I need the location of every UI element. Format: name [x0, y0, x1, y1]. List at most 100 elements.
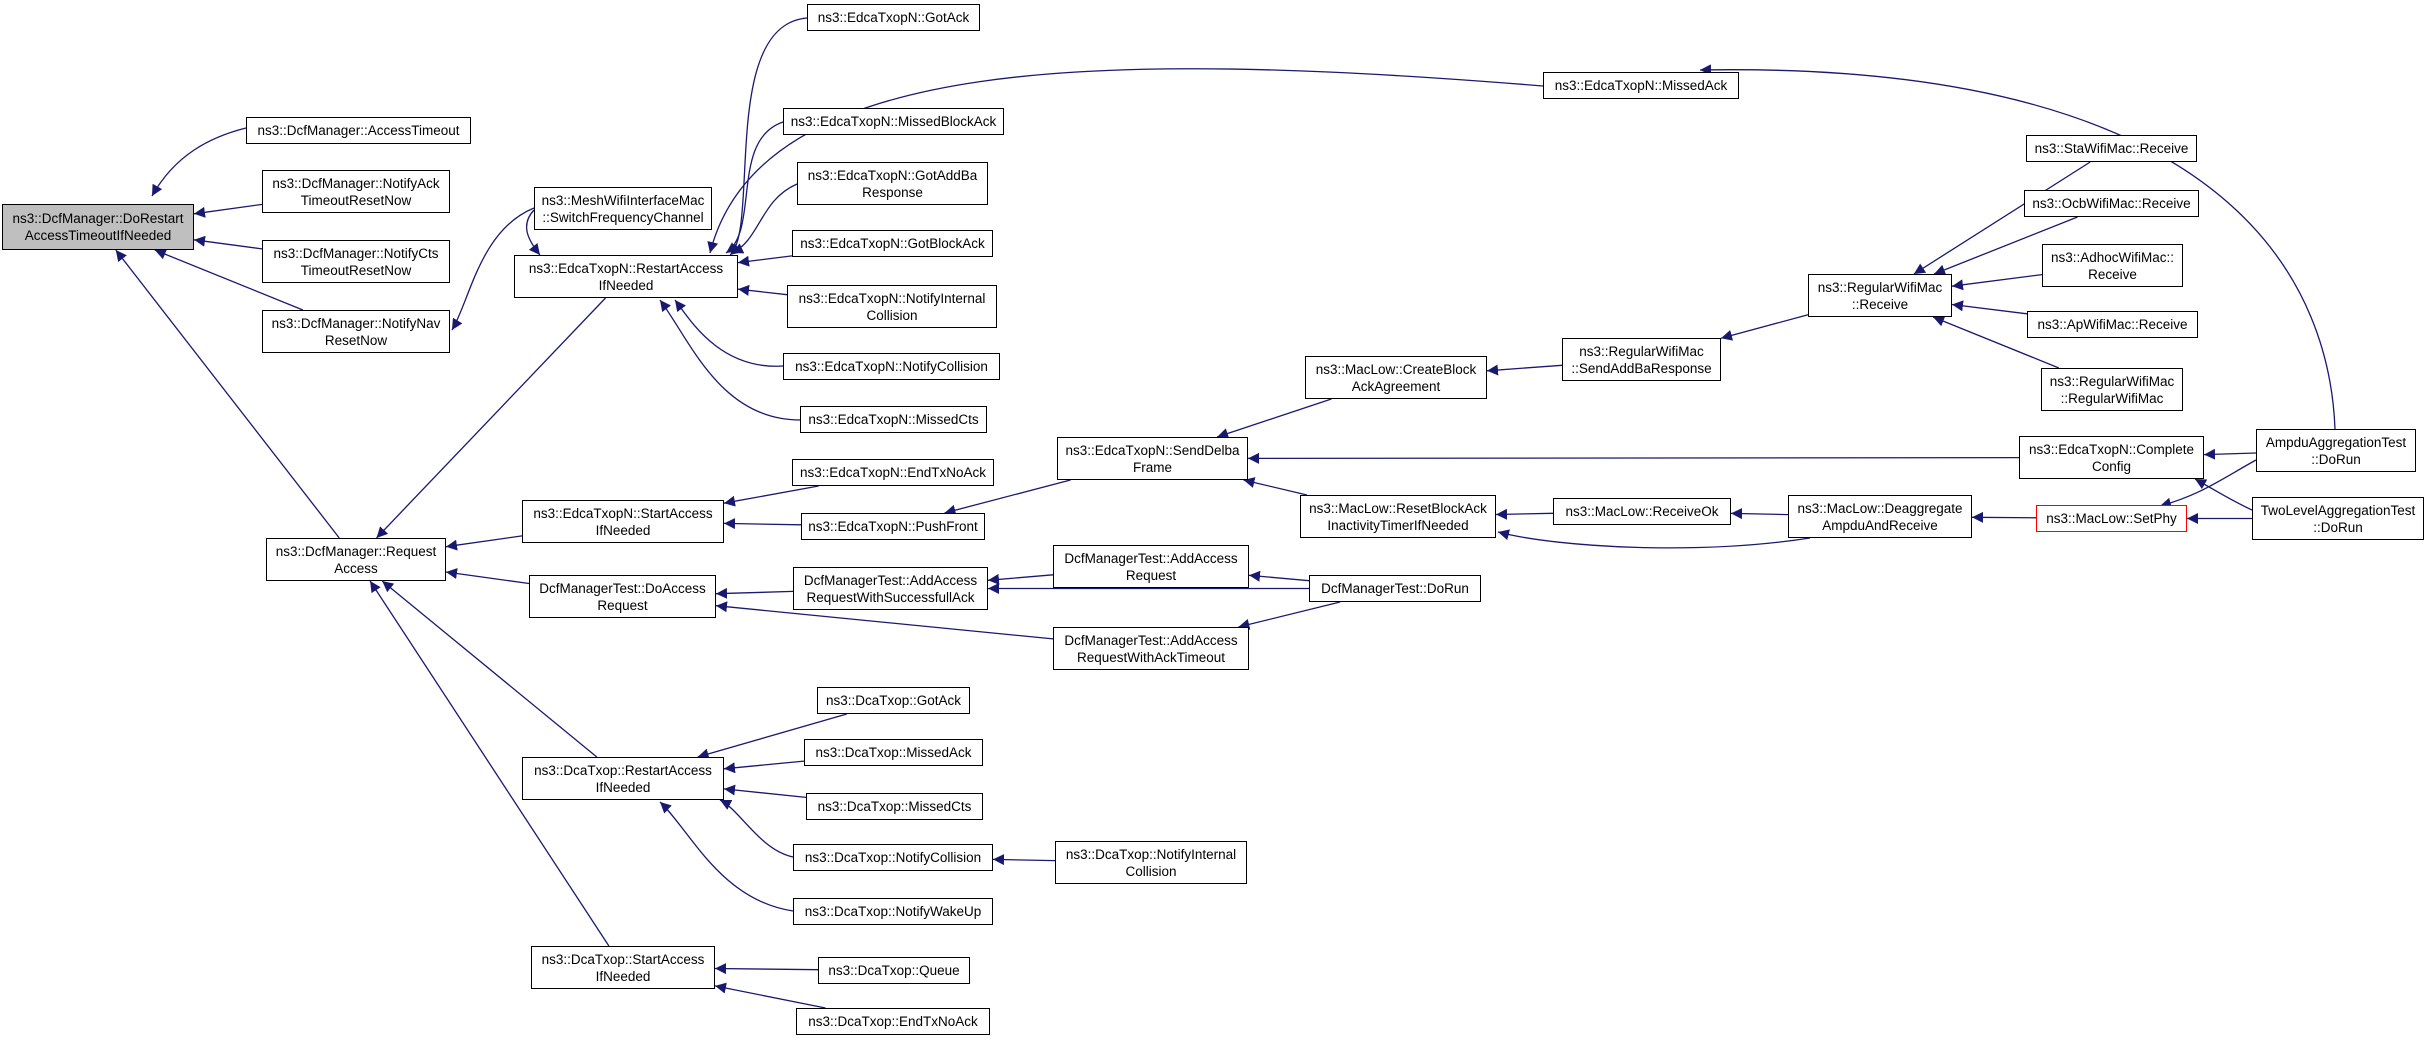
- node-rwm-recv[interactable]: ns3::RegularWifiMac ::Receive: [1808, 274, 1952, 317]
- edge-e_rai-to-dm_req: [376, 297, 606, 539]
- node-e-mcts[interactable]: ns3::EdcaTxopN::MissedCts: [800, 406, 987, 433]
- node-e-pf[interactable]: ns3::EdcaTxopN::PushFront: [801, 513, 985, 540]
- edge-e_gotack-to-e_rai: [729, 17, 808, 256]
- node-d-etna[interactable]: ns3::DcaTxop::EndTxNoAck: [796, 1008, 990, 1035]
- edge-e_sdf-to-e_pf: [944, 479, 1071, 516]
- node-e-sai[interactable]: ns3::EdcaTxopN::StartAccess IfNeeded: [522, 500, 724, 543]
- node-d-queue[interactable]: ns3::DcaTxop::Queue: [818, 957, 970, 984]
- edge-ampdu-to-e_cc: [2203, 448, 2257, 460]
- edge-d_nc-to-d_rai: [719, 799, 794, 858]
- edge-ml_rok-to-ml_rbai: [1495, 508, 1554, 520]
- node-ampdu[interactable]: AmpduAggregationTest ::DoRun: [2256, 429, 2416, 472]
- edge-mesh-to-dm_nnav: [451, 207, 535, 331]
- edge-ml_cbaa-to-e_sdf: [1216, 398, 1332, 439]
- edge-d_mcts-to-d_rai: [723, 784, 807, 799]
- edge-twolevel-to-e_cc: [2194, 478, 2253, 511]
- edge-e_cc-to-e_sdf: [1247, 452, 2020, 464]
- edge-mesh-to-e_rai: [525, 209, 541, 256]
- edge-dmt_aarat-to-dmt_dar: [715, 601, 1054, 640]
- node-e-gaddba[interactable]: ns3::EdcaTxopN::GotAddBa Response: [797, 162, 988, 205]
- node-dmt-dorun[interactable]: DcfManagerTest::DoRun: [1309, 575, 1481, 602]
- edge-dm_at-to-root: [151, 127, 247, 197]
- edge-ap-to-rwm_recv: [1951, 300, 2028, 315]
- node-twolevel[interactable]: TwoLevelAggregationTest ::DoRun: [2252, 497, 2424, 540]
- node-d-sai[interactable]: ns3::DcaTxop::StartAccess IfNeeded: [531, 946, 715, 989]
- edge-adhoc-to-rwm_recv: [1951, 273, 2043, 291]
- edge-e_etna-to-e_sai: [723, 485, 819, 507]
- edge-rwm_recv-to-rwm_saddba: [1720, 314, 1809, 341]
- node-dm-nack[interactable]: ns3::DcfManager::NotifyAck TimeoutResetN…: [262, 170, 450, 213]
- node-ml-dar[interactable]: ns3::MacLow::Deaggregate AmpduAndReceive: [1788, 495, 1972, 538]
- node-mesh[interactable]: ns3::MeshWifiInterfaceMac ::SwitchFreque…: [534, 187, 712, 230]
- edge-ocb-to-rwm_recv: [1933, 216, 2078, 276]
- node-ml-rok[interactable]: ns3::MacLow::ReceiveOk: [1553, 498, 1731, 525]
- node-e-nc[interactable]: ns3::EdcaTxopN::NotifyCollision: [783, 353, 1000, 380]
- node-e-etna[interactable]: ns3::EdcaTxopN::EndTxNoAck: [792, 459, 994, 486]
- node-dm-req[interactable]: ns3::DcfManager::Request Access: [266, 538, 446, 581]
- node-d-mcts[interactable]: ns3::DcaTxop::MissedCts: [806, 793, 983, 820]
- node-dm-at[interactable]: ns3::DcfManager::AccessTimeout: [246, 117, 471, 144]
- node-sta[interactable]: ns3::StaWifiMac::Receive: [2026, 135, 2197, 162]
- node-d-nwu[interactable]: ns3::DcaTxop::NotifyWakeUp: [793, 898, 993, 925]
- node-ml-setphy[interactable]: ns3::MacLow::SetPhy: [2036, 505, 2187, 532]
- node-e-mba[interactable]: ns3::EdcaTxopN::MissedBlockAck: [783, 108, 1004, 135]
- node-dm-ncts[interactable]: ns3::DcfManager::NotifyCts TimeoutResetN…: [262, 240, 450, 283]
- edge-dm_ncts-to-root: [193, 235, 263, 250]
- edge-dmt_aarsa-to-dmt_dar: [715, 587, 794, 599]
- edge-rwm_ctor-to-rwm_recv: [1932, 316, 2060, 369]
- node-rwm-saddba[interactable]: ns3::RegularWifiMac ::SendAddBaResponse: [1562, 338, 1721, 381]
- edge-d_queue-to-d_sai: [714, 963, 819, 975]
- node-dmt-aar[interactable]: DcfManagerTest::AddAccess Request: [1053, 545, 1249, 588]
- node-dmt-aarsa[interactable]: DcfManagerTest::AddAccess RequestWithSuc…: [793, 567, 988, 610]
- node-d-mack[interactable]: ns3::DcaTxop::MissedAck: [804, 739, 983, 766]
- node-ap[interactable]: ns3::ApWifiMac::Receive: [2027, 311, 2198, 338]
- node-dmt-aarat[interactable]: DcfManagerTest::AddAccess RequestWithAck…: [1053, 627, 1249, 670]
- edge-d_gotack-to-d_rai: [697, 713, 847, 760]
- node-e-mack[interactable]: ns3::EdcaTxopN::MissedAck: [1543, 72, 1739, 99]
- edge-ampdu-to-ml_setphy: [2159, 459, 2257, 509]
- edge-sta-to-rwm_recv: [1913, 161, 2091, 275]
- edge-ml_dar-to-ml_rbai: [1497, 529, 1811, 549]
- edge-dm_nack-to-root: [193, 203, 263, 218]
- edge-d_mack-to-d_rai: [723, 760, 805, 774]
- node-root[interactable]: ns3::DcfManager::DoRestart AccessTimeout…: [2, 204, 194, 250]
- node-rwm-ctor[interactable]: ns3::RegularWifiMac ::RegularWifiMac: [2041, 368, 2183, 411]
- edge-dm_req-to-root: [115, 249, 340, 539]
- edge-e_gaddba-to-e_rai: [731, 183, 798, 254]
- edge-e_nic-to-e_rai: [737, 284, 788, 296]
- edge-d_sai-to-dm_req: [369, 580, 610, 947]
- edge-dm_nnav-to-root: [154, 249, 304, 311]
- edge-e_sai-to-dm_req: [445, 535, 523, 551]
- edge-d_nwu-to-d_rai: [659, 801, 794, 912]
- node-ml-rbai[interactable]: ns3::MacLow::ResetBlockAck InactivityTim…: [1300, 495, 1496, 538]
- edge-dmt_dorun-to-dmt_aar: [1248, 570, 1310, 582]
- edge-ml_rbai-to-e_sdf: [1243, 477, 1308, 496]
- edge-e_nc-to-e_rai: [674, 299, 784, 367]
- edge-e_mack-to-e_rai: [707, 68, 1544, 254]
- edge-d_etna-to-d_sai: [714, 982, 826, 1009]
- node-d-rai[interactable]: ns3::DcaTxop::RestartAccess IfNeeded: [522, 757, 724, 800]
- node-dm-nnav[interactable]: ns3::DcfManager::NotifyNav ResetNow: [262, 310, 450, 353]
- edge-dmt_dorun-to-dmt_aarat: [1238, 601, 1341, 630]
- node-adhoc[interactable]: ns3::AdhocWifiMac:: Receive: [2042, 244, 2183, 287]
- node-e-cc[interactable]: ns3::EdcaTxopN::Complete Config: [2019, 436, 2204, 479]
- edge-e_mcts-to-e_rai: [659, 299, 801, 421]
- edge-d_rai-to-dm_req: [381, 580, 598, 758]
- edge-rwm_saddba-to-ml_cbaa: [1486, 364, 1563, 376]
- node-ml-cbaa[interactable]: ns3::MacLow::CreateBlock AckAgreement: [1305, 356, 1487, 399]
- edge-e_gba-to-e_rai: [737, 255, 793, 267]
- node-ocb[interactable]: ns3::OcbWifiMac::Receive: [2024, 190, 2199, 217]
- edge-ml_setphy-to-ml_dar: [1971, 511, 2037, 523]
- edge-e_pf-to-e_sai: [723, 518, 802, 530]
- edges-layer: [115, 17, 2336, 1009]
- node-d-nc[interactable]: ns3::DcaTxop::NotifyCollision: [793, 844, 993, 871]
- node-d-nic[interactable]: ns3::DcaTxop::NotifyInternal Collision: [1055, 841, 1247, 884]
- node-e-gba[interactable]: ns3::EdcaTxopN::GotBlockAck: [792, 230, 993, 257]
- node-d-gotack[interactable]: ns3::DcaTxop::GotAck: [817, 687, 970, 714]
- node-e-sdf[interactable]: ns3::EdcaTxopN::SendDelba Frame: [1057, 437, 1248, 480]
- node-e-rai[interactable]: ns3::EdcaTxopN::RestartAccess IfNeeded: [514, 255, 738, 298]
- node-dmt-dar[interactable]: DcfManagerTest::DoAccess Request: [529, 575, 716, 618]
- node-e-nic[interactable]: ns3::EdcaTxopN::NotifyInternal Collision: [787, 285, 997, 328]
- node-e-gotack[interactable]: ns3::EdcaTxopN::GotAck: [807, 4, 980, 31]
